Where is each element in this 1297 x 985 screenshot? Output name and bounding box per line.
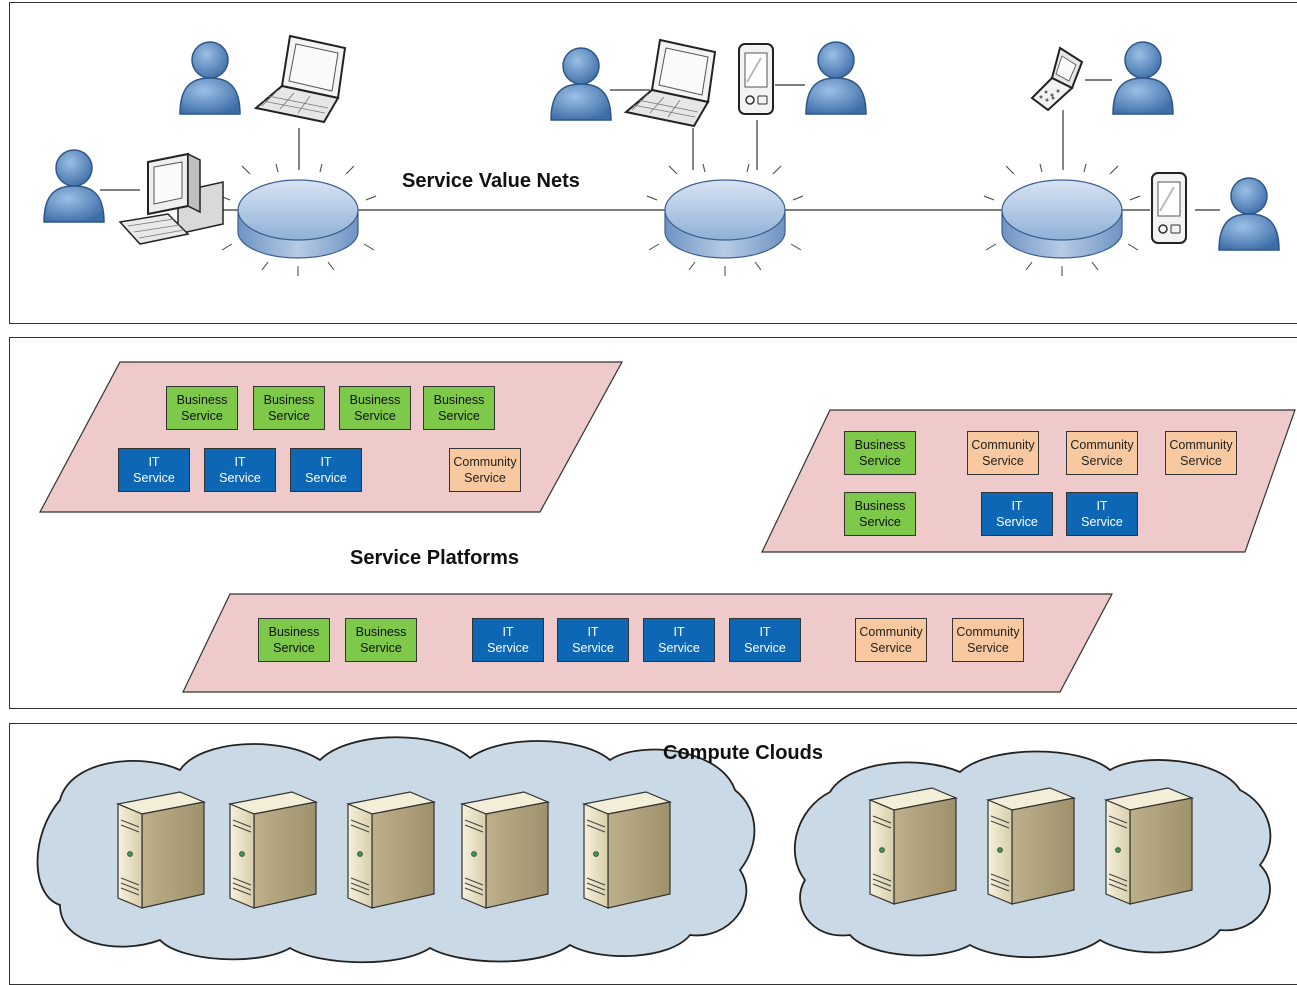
diagram-canvas — [36, 35, 1296, 964]
server-group — [117, 787, 1193, 909]
user-icon — [43, 149, 105, 223]
laptop-icon — [255, 35, 346, 123]
server-icon — [347, 791, 435, 909]
server-icon — [987, 787, 1075, 905]
server-icon — [229, 791, 317, 909]
server-icon — [869, 787, 957, 905]
compute-clouds-title: Compute Clouds — [663, 742, 823, 764]
server-icon — [461, 791, 549, 909]
user-icon — [1218, 177, 1280, 251]
pda-icon — [738, 43, 774, 115]
server-icon — [117, 791, 205, 909]
router-icon — [983, 163, 1141, 277]
service-platforms-title: Service Platforms — [350, 547, 519, 569]
mobile-phone-icon — [1031, 47, 1083, 111]
pda-icon — [1151, 172, 1187, 244]
router-icon — [646, 163, 804, 277]
router-icon — [219, 163, 377, 277]
laptop-icon — [625, 39, 716, 127]
user-icon — [805, 41, 867, 115]
user-icon — [550, 47, 612, 121]
service-value-nets-title: Service Value Nets — [402, 170, 580, 192]
user-icon — [179, 41, 241, 115]
network-links — [100, 79, 1220, 211]
server-icon — [583, 791, 671, 909]
server-icon — [1105, 787, 1193, 905]
user-icon — [1112, 41, 1174, 115]
desktop-computer-icon — [119, 153, 224, 245]
